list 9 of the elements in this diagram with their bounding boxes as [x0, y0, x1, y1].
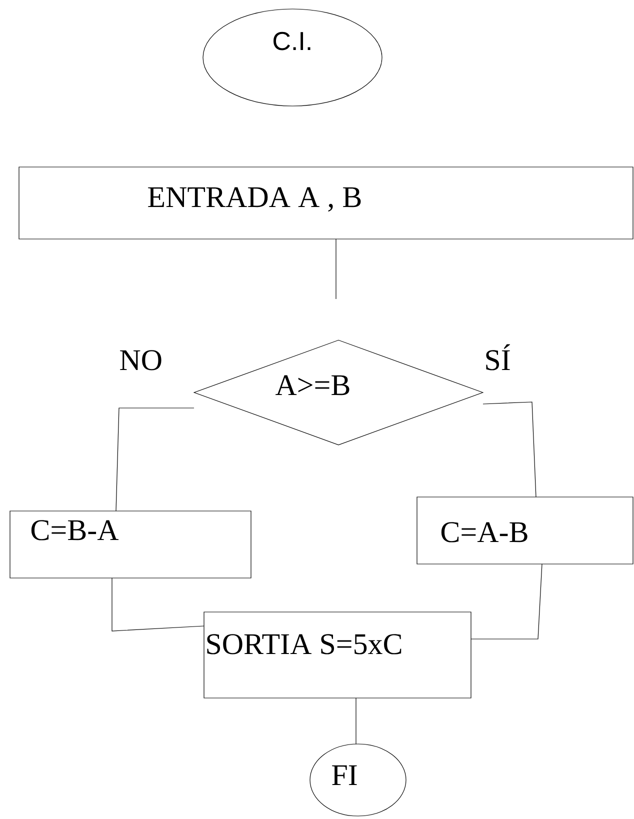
connector-line: [116, 408, 194, 512]
connector-line: [112, 578, 204, 632]
process-box: C=A-B: [416, 496, 634, 564]
connector-line: [482, 402, 536, 498]
output-box: SORTIA S=5xC: [204, 612, 472, 698]
branch-label: NO: [120, 350, 162, 370]
process-box: C=B-A: [10, 510, 252, 578]
connector-line: [470, 564, 542, 640]
input-box: ENTRADA A , B: [18, 166, 634, 240]
